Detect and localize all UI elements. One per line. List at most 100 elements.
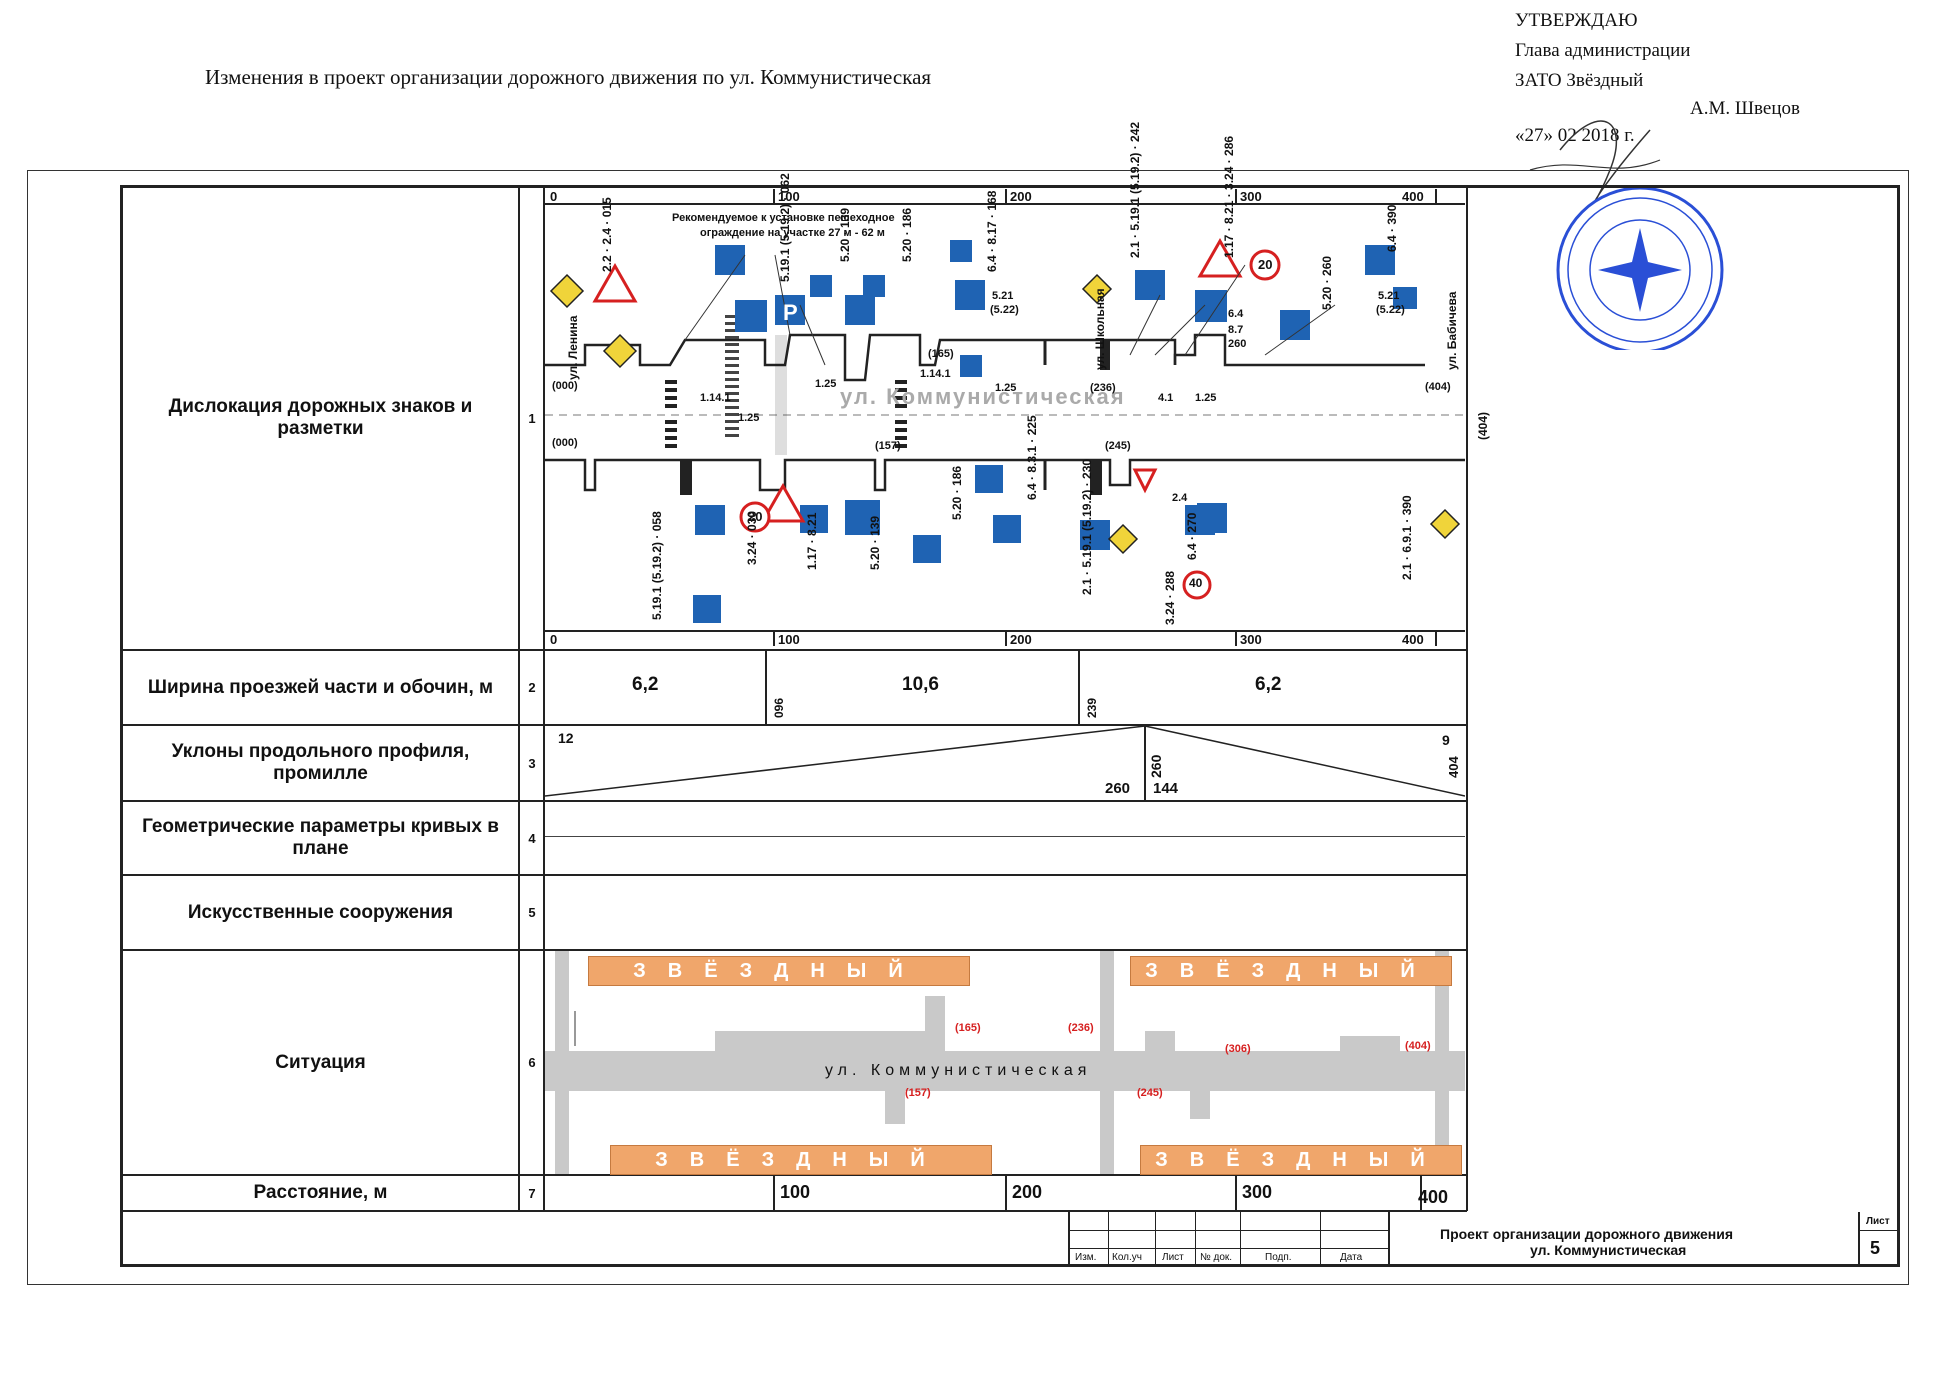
row-num-5: 5	[528, 905, 536, 920]
mark-4-1: 4.1	[1158, 392, 1174, 404]
label-157: (157)	[875, 440, 901, 452]
stamp-col	[1240, 1212, 1241, 1267]
title-block	[1068, 1212, 1900, 1267]
bottom-tick-200: 200	[1010, 632, 1032, 647]
row-label-curves: Геометрические параметры кривых в плане	[142, 816, 499, 859]
speed-sign-40: 40	[1189, 576, 1203, 590]
sign-group-bottom-4: 5.20 · 186	[950, 465, 964, 520]
bottom-tick-300: 300	[1240, 632, 1262, 647]
slope-mid-label: 260	[1148, 754, 1164, 778]
situation-ref-404: (404)	[1405, 1040, 1431, 1052]
row-divider-4	[122, 874, 1467, 876]
sign-group-top-8: 6.4 · 390	[1385, 204, 1399, 252]
sign-group-bottom-5: 6.4 · 8.3.1 · 225	[1025, 415, 1039, 500]
stamp-sheet-number: 5	[1870, 1238, 1881, 1258]
street-shkolnaya: ул. Школьная	[1093, 288, 1107, 370]
approve-signer: А.М. Швецов	[1690, 98, 1800, 119]
stamp-col-izm: Изм.	[1075, 1252, 1097, 1263]
top-scale-bar	[545, 189, 1465, 205]
sign-group-top-3: 5.20 · 186	[900, 207, 914, 262]
sign-5-22-b: (5.22)	[1376, 304, 1405, 316]
sign-group-top-5: 2.1 · 5.19.1 (5.19.2) · 242	[1128, 121, 1142, 258]
slope-profile	[545, 726, 1465, 800]
mark-1-14-1-b: 1.14.1	[920, 368, 951, 380]
situation-ref-165: (165)	[955, 1022, 981, 1034]
block-znezdny-2: ЗВЁЗДНЫЙ	[1130, 956, 1452, 986]
top-tick-400: 400	[1402, 189, 1424, 204]
slope-end-side: 404	[1446, 756, 1461, 778]
width-right: 6,2	[1255, 674, 1282, 695]
distance-tick	[1235, 1176, 1237, 1210]
row-label-distance: Расстояние, м	[253, 1182, 388, 1203]
scale-tick	[1235, 189, 1237, 203]
bottom-tick-0: 0	[550, 632, 558, 647]
stamp-line-2	[1068, 1248, 1388, 1249]
approve-position: Глава администрации	[1515, 40, 1691, 61]
distance-300: 300	[1242, 1182, 1273, 1202]
street-kirova: ул. Бабичева	[1445, 291, 1459, 370]
slope-under-left: 260	[1105, 780, 1131, 797]
situation-street: ул. Коммунистическая	[825, 1062, 1092, 1079]
curves-midline	[545, 836, 1465, 837]
stamp-col-podp: Подп.	[1265, 1252, 1292, 1263]
width-divider-1	[765, 651, 767, 724]
situation-ref-306: (306)	[1225, 1043, 1251, 1055]
sign-group-top-6: 1.17 · 8.21 · 3.24 · 286	[1222, 135, 1236, 258]
outer-frame	[27, 170, 1909, 1285]
parking-sign: P	[783, 300, 798, 325]
top-tick-100: 100	[778, 189, 800, 204]
sign-group-bottom-6: 2.1 · 5.19.1 (5.19.2) · 230	[1080, 458, 1094, 595]
scale-tick	[1235, 630, 1237, 646]
row-label-slopes: Уклоны продольного профиля, промилле	[171, 741, 470, 784]
situation-map	[545, 951, 1465, 1174]
row-num-2: 2	[528, 680, 536, 695]
stamp-col	[1858, 1212, 1860, 1267]
row-label-situation: Ситуация	[275, 1051, 366, 1073]
scale-tick	[1435, 189, 1437, 203]
distance-tick	[1005, 1176, 1007, 1210]
top-tick-300: 300	[1240, 189, 1262, 204]
sign-group-bottom-7: 6.4 · 270	[1185, 512, 1199, 560]
label-000-bottom: (000)	[552, 437, 578, 449]
sign-group-top-4: 6.4 · 8.17 · 168	[985, 190, 999, 272]
stamp-col-data: Дата	[1340, 1252, 1363, 1263]
width-middle: 10,6	[902, 674, 939, 695]
stamp-col-list: Лист	[1162, 1252, 1184, 1263]
stamp-col	[1320, 1212, 1321, 1267]
distance-tick	[1420, 1176, 1422, 1210]
row-num-1: 1	[528, 410, 536, 426]
road-scheme	[545, 237, 1465, 623]
stamp-line-1	[1068, 1230, 1388, 1231]
width-mark-096: 096	[772, 697, 786, 718]
document-title: Изменения в проект организации дорожного…	[205, 65, 932, 89]
main-street-label: ул. Коммунистическая	[840, 384, 1126, 409]
num-column-border	[543, 187, 545, 1211]
width-divider-2	[1078, 651, 1080, 724]
stamp-sheet-label: Лист	[1866, 1216, 1890, 1227]
stamp-col-kolych: Кол.уч	[1112, 1252, 1142, 1263]
scale-tick	[1435, 630, 1437, 646]
distance-tick	[773, 1176, 775, 1210]
sign-group-top-1: 5.19.1 (5.19.2) · 062	[778, 173, 792, 282]
mark-1-25-c: 1.25	[995, 382, 1017, 394]
row-label-structures: Искусственные сооружения	[187, 901, 454, 923]
block-znezdny-4: ЗВЁЗДНЫЙ	[1140, 1145, 1462, 1175]
note-line-2: ограждение на участке 27 м - 62 м	[700, 227, 885, 239]
stamp-col	[1195, 1212, 1196, 1267]
label-404: (404)	[1425, 381, 1451, 393]
top-tick-200: 200	[1010, 189, 1032, 204]
street-lenina: ул. Ленина	[566, 315, 580, 380]
sign-6-4: 6.4	[1228, 308, 1244, 320]
sign-group-bottom-1: 3.24 · 030	[745, 510, 759, 565]
distance-400: 400	[1418, 1187, 1449, 1207]
sign-2-4: 2.4	[1172, 492, 1188, 504]
sign-group-bottom-2: 1.17 · 8.21	[805, 512, 819, 570]
row-num-7: 7	[528, 1185, 536, 1201]
stamp-col-doc: № док.	[1200, 1252, 1233, 1263]
label-165: (165)	[928, 348, 954, 360]
label-column-border	[518, 187, 520, 1211]
row-num-3: 3	[528, 755, 536, 771]
row-label-signs: Дислокация дорожных знаков и разметки	[168, 396, 473, 439]
row-num-6: 6	[528, 1055, 536, 1070]
bottom-tick-400: 400	[1402, 632, 1424, 647]
